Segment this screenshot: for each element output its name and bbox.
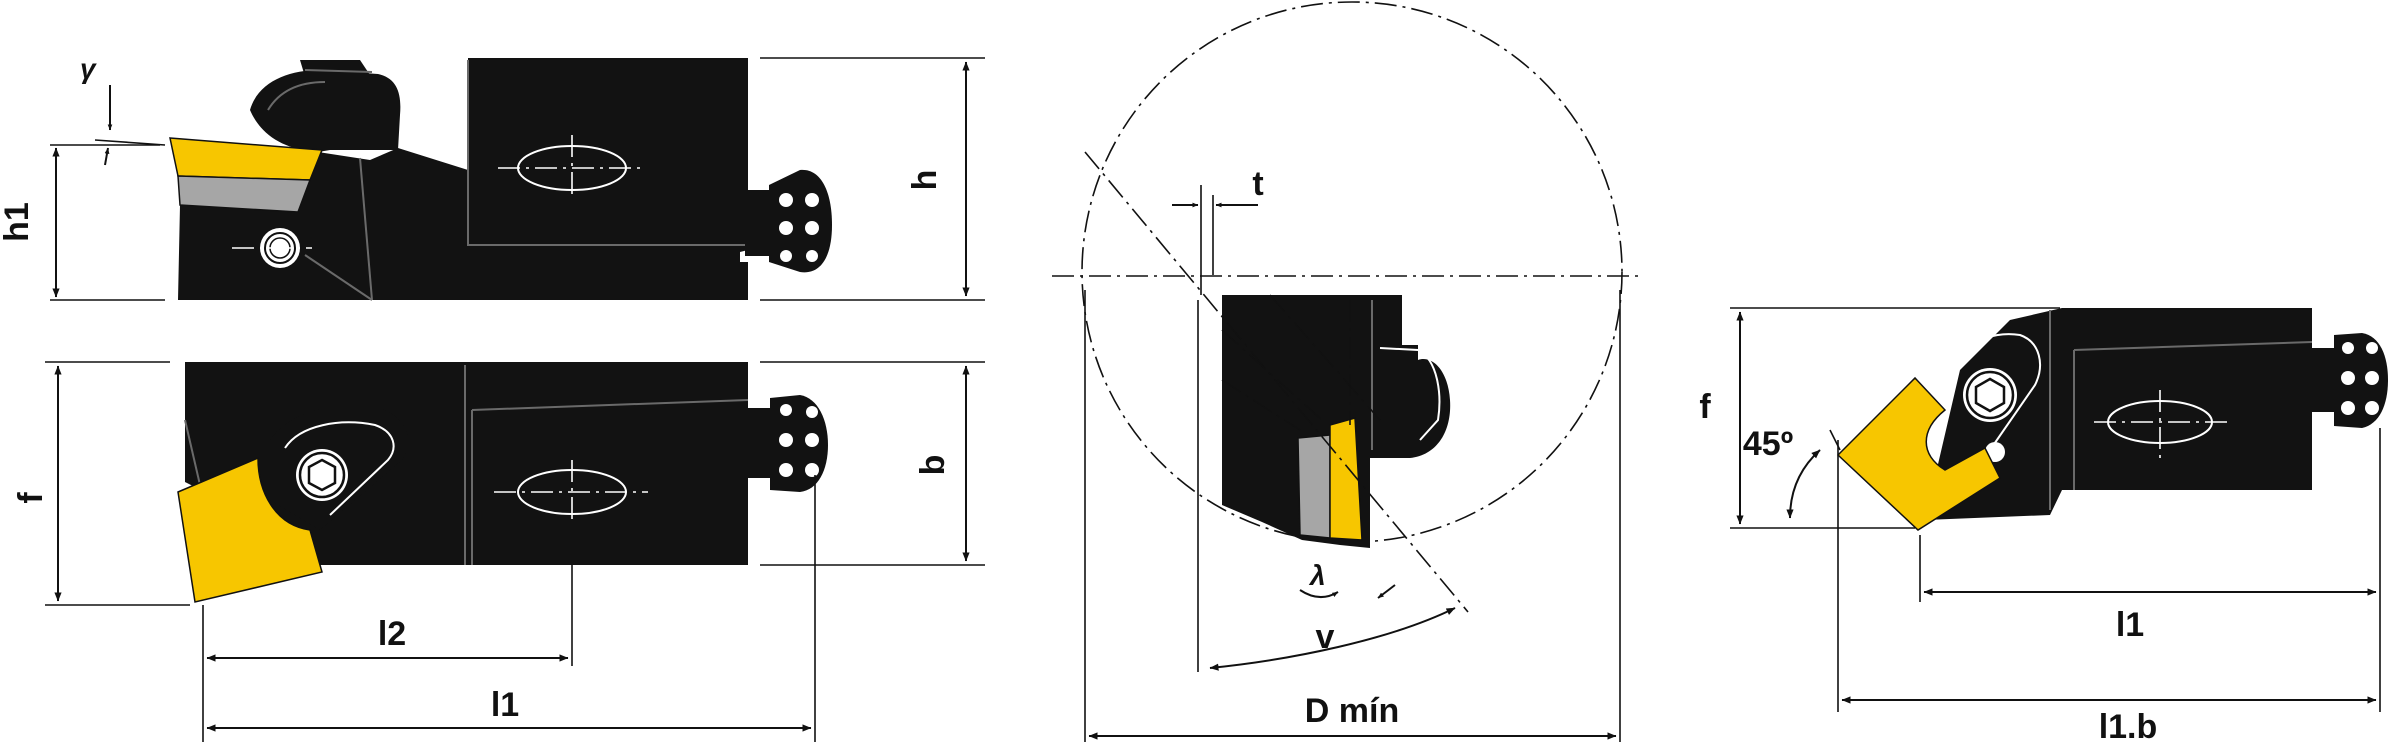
- insert-45: [1836, 376, 2001, 531]
- adjust-screw-top: [745, 410, 771, 476]
- dim-l1-label: l1: [491, 686, 519, 724]
- angle-lambda-label: λ: [1308, 560, 1326, 591]
- angle-gamma-label: γ: [80, 53, 97, 84]
- tool-head-bore: [1222, 295, 1451, 548]
- adjust-screw-45: [2310, 348, 2334, 412]
- clamp-top: [250, 70, 401, 152]
- angle-45-label: 45º: [1743, 425, 1793, 463]
- dim-h1-label: h1: [0, 202, 36, 242]
- tool-shank-side: [178, 58, 748, 300]
- insert-top: [177, 456, 323, 603]
- bore-view: t λ v D mín: [1052, 1, 1640, 742]
- dim-l2-label: l2: [378, 615, 406, 653]
- insert-bore: [1297, 434, 1331, 539]
- dim-f-label: f: [12, 492, 50, 504]
- dim-f45-label: f: [1699, 388, 1711, 426]
- tool-shank-45: [1925, 308, 2312, 520]
- angle-v-label: v: [1316, 618, 1335, 656]
- dim-h-label: h: [906, 170, 944, 191]
- dim-b-label: b: [914, 455, 952, 476]
- dim-t-label: t: [1252, 165, 1263, 203]
- dim-l1b-label: l1.b: [2099, 708, 2158, 746]
- side-view: h1 γ h: [0, 53, 985, 301]
- adjust-screw-side: [745, 190, 769, 256]
- dim-dmin-label: D mín: [1305, 692, 1399, 730]
- view-45: f 45º l1 l1.b: [1699, 307, 2388, 746]
- dim-l1-45-label: l1: [2116, 606, 2144, 644]
- top-view: f b l2 l1: [12, 361, 985, 742]
